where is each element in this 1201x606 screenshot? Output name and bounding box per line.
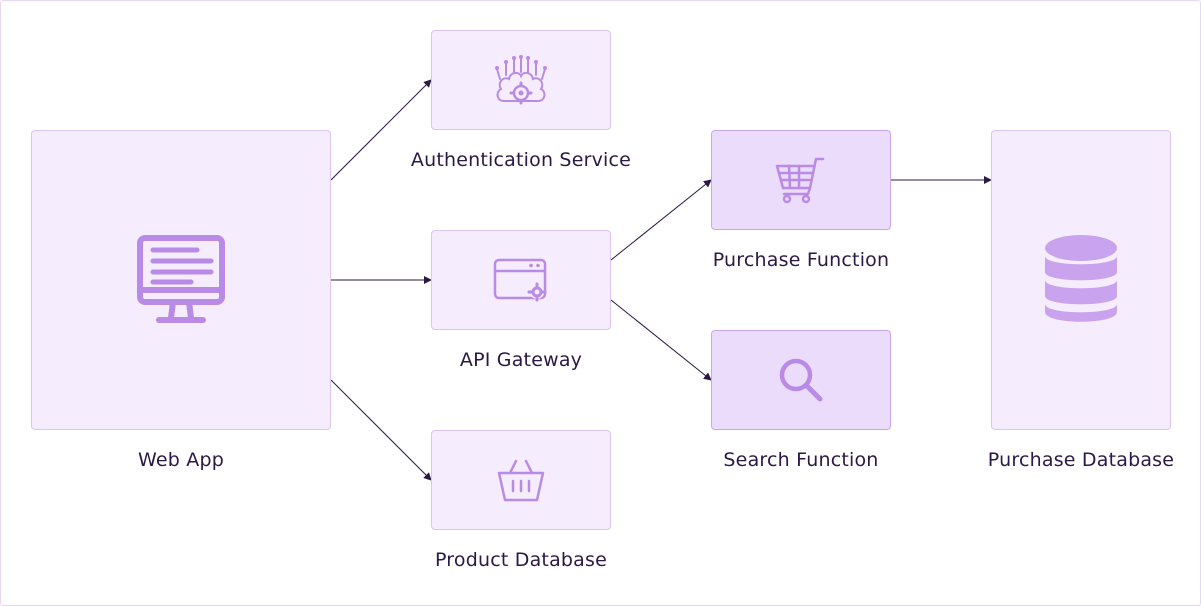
search-function-node (711, 330, 891, 430)
purchase-function-node (711, 130, 891, 230)
edge-gateway-purchase (610, 179, 712, 261)
purchase-database-node (991, 130, 1171, 430)
product-database-label: Product Database (434, 549, 608, 571)
api-gateway-node (431, 230, 611, 330)
brain-gear-icon (495, 55, 547, 105)
browser-settings-icon (493, 258, 547, 302)
authentication-service-label: Authentication Service (410, 149, 632, 171)
basket-icon (497, 459, 545, 502)
purchase-database-label: Purchase Database (987, 449, 1175, 471)
purchase-function-label: Purchase Function (712, 249, 890, 271)
web-app-label: Web App (138, 449, 224, 471)
monitor-icon (137, 235, 225, 323)
database-icon (1045, 235, 1117, 322)
edge-webapp-productdb (330, 379, 432, 481)
search-icon (779, 358, 823, 402)
product-database-node (431, 430, 611, 530)
web-app-node (31, 130, 331, 430)
cart-icon (775, 157, 825, 204)
edge-webapp-auth (330, 79, 432, 181)
edge-gateway-search (610, 299, 712, 381)
authentication-service-node (431, 30, 611, 130)
api-gateway-label: API Gateway (459, 349, 583, 371)
search-function-label: Search Function (723, 449, 879, 471)
